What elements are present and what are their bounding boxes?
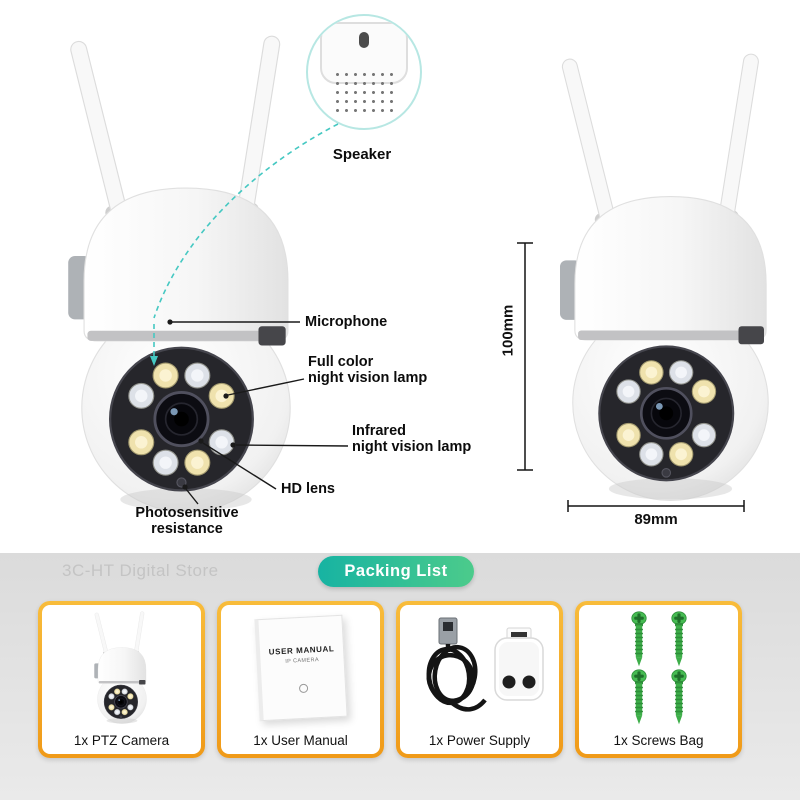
card-power-supply: 1x Power Supply: [396, 601, 563, 758]
card-user-manual: USER MANUAL IP CAMERA 1x User Manual: [217, 601, 384, 758]
packing-list-section: 3C-HT Digital Store Packing List 1x PTZ …: [0, 553, 800, 800]
packing-list-badge: Packing List: [318, 556, 474, 587]
card-ptz-camera: 1x PTZ Camera: [38, 601, 205, 758]
user-manual-icon: USER MANUAL IP CAMERA: [221, 609, 380, 727]
hd-lens-label: HD lens: [281, 481, 335, 497]
manual-cover-logo: [298, 683, 308, 694]
full-color-lamp-line1: Full color: [308, 354, 374, 370]
width-dimension-label: 89mm: [634, 511, 678, 528]
card-screws-bag: 1x Screws Bag: [575, 601, 742, 758]
infrared-lamp-line2: night vision lamp: [352, 439, 472, 455]
speaker-closeup-circle: [306, 14, 422, 130]
speaker-grille-icon: [330, 68, 398, 116]
card-label: 1x PTZ Camera: [73, 733, 170, 748]
power-supply-icon: [400, 609, 559, 727]
height-dimension-label: 100mm: [499, 304, 517, 357]
card-label: 1x Screws Bag: [613, 733, 704, 748]
card-label: 1x User Manual: [253, 733, 348, 748]
card-label: 1x Power Supply: [428, 733, 531, 748]
ptz-camera-left-illustration: [50, 34, 322, 521]
ptz-camera-thumb-icon: [42, 609, 201, 727]
top-section: Speaker: [50, 14, 798, 537]
photosensitive-line2: resistance: [151, 521, 223, 537]
photosensitive-label: Photosensitive resistance: [112, 505, 262, 537]
packing-cards: 1x PTZ Camera USER MANUAL IP CAMERA 1x U…: [38, 601, 742, 758]
mounting-hole: [359, 32, 369, 48]
manual-cover-subtitle: IP CAMERA: [284, 657, 319, 665]
photosensitive-line1: Photosensitive: [135, 505, 239, 521]
store-watermark: 3C-HT Digital Store: [62, 561, 219, 580]
full-color-lamp-label: Full color night vision lamp: [308, 354, 427, 386]
microphone-label: Microphone: [305, 314, 388, 330]
ptz-camera-right-illustration: [543, 52, 798, 509]
screws-icon: [579, 609, 738, 727]
infrared-lamp-line1: Infrared: [352, 423, 406, 439]
full-color-lamp-line2: night vision lamp: [308, 370, 428, 386]
infrared-lamp-label: Infrared night vision lamp: [352, 423, 471, 455]
manual-cover-title: USER MANUAL: [268, 644, 335, 657]
speaker-label: Speaker: [332, 146, 392, 163]
